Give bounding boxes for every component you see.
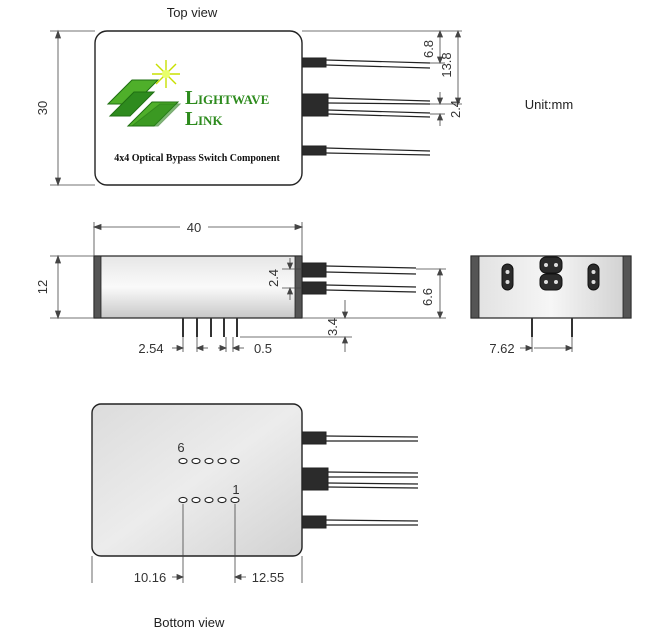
dim-label-10-16: 10.16	[134, 570, 167, 585]
bottom-view-label: Bottom view	[154, 615, 225, 630]
dim-width-40	[92, 222, 304, 256]
dim-pin-3-4	[240, 300, 352, 352]
side-view-pins	[182, 318, 238, 337]
side-view-fibers	[301, 262, 417, 295]
pin-label-6: 6	[177, 440, 184, 455]
unit-label: Unit:mm	[525, 97, 573, 112]
dim-label-2-4-top: 2.4	[448, 100, 463, 118]
dim-pin-pitch	[172, 337, 244, 352]
dim-fiber-2-4-side	[282, 258, 302, 300]
top-view-label: Top view	[167, 5, 218, 20]
logo-letter-l2: L	[185, 108, 198, 130]
dim-fiber-6-6	[302, 267, 446, 320]
dim-height-30	[50, 29, 95, 187]
pin-label-1: 1	[232, 482, 239, 497]
dim-pitch-7-62	[520, 337, 574, 352]
top-view-fibers	[301, 57, 431, 156]
logo-star-icon	[152, 60, 180, 88]
dim-label-6-8: 6.8	[421, 40, 436, 58]
logo-word-1: IGHTWAVE	[198, 92, 269, 107]
dim-label-7-62: 7.62	[489, 341, 514, 356]
dim-label-13-8: 13.8	[439, 52, 454, 77]
bottom-view-pin-holes	[178, 457, 240, 504]
dim-bottom-positions	[91, 504, 303, 583]
dim-label-3-4: 3.4	[325, 318, 340, 336]
dim-label-12-55: 12.55	[252, 570, 285, 585]
end-view-pins	[531, 318, 573, 337]
lightwave-link-logo: L IGHTWAVE L INK	[106, 60, 269, 130]
dim-height-12	[50, 254, 94, 320]
dim-fibers-top	[302, 29, 462, 126]
dim-label-12: 12	[35, 280, 50, 294]
dim-label-40: 40	[187, 220, 201, 235]
product-label: 4x4 Optical Bypass Switch Component	[114, 153, 280, 164]
logo-letter-l1: L	[185, 87, 198, 109]
bottom-view-fibers	[301, 431, 419, 529]
logo-emblem	[106, 60, 182, 127]
dim-label-30: 30	[35, 101, 50, 115]
dim-label-6-6: 6.6	[420, 288, 435, 306]
logo-word-2: INK	[198, 113, 223, 128]
end-view-fiber-ports	[501, 256, 600, 291]
bottom-view-body	[91, 403, 303, 557]
dim-label-2-54: 2.54	[138, 341, 163, 356]
dim-label-2-4-side: 2.4	[266, 269, 281, 287]
dim-label-0-5: 0.5	[254, 341, 272, 356]
